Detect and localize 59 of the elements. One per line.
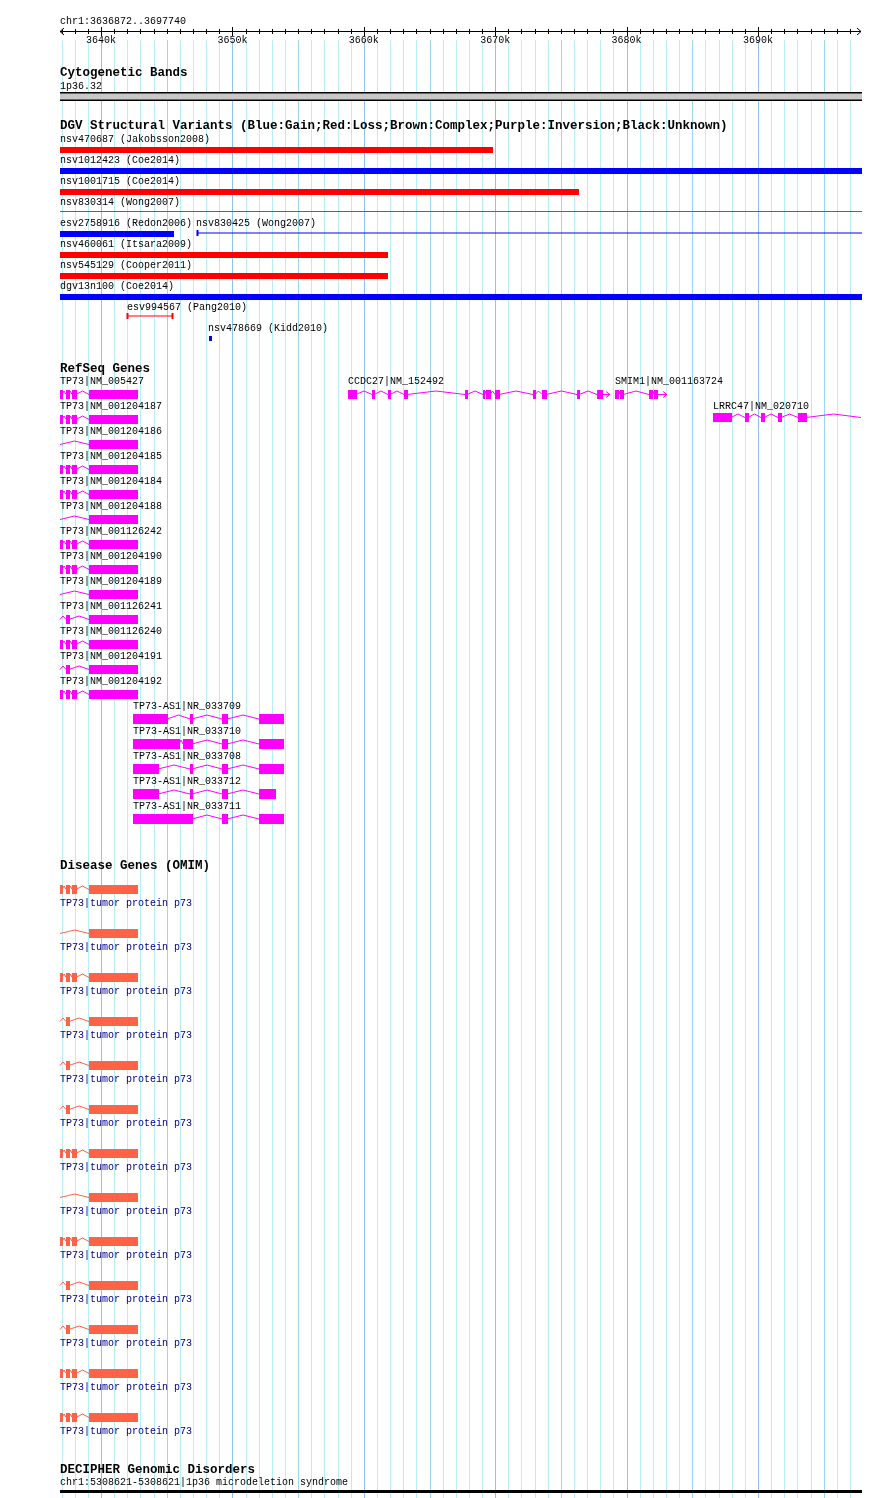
feature-label: TP73|tumor protein p73 <box>60 986 193 997</box>
feature-label: TP73-AS1|NR_033711 <box>133 801 242 812</box>
feature-label: TP73|NM_001126240 <box>60 626 163 637</box>
feature-label: nsv830425 (Wong2007) <box>196 218 317 229</box>
feature-label: dgv13n100 (Coe2014) <box>60 281 175 292</box>
feature-label: nsv460061 (Itsara2009) <box>60 239 193 250</box>
coordinate-label: chr1:3636872..3697740 <box>60 16 187 27</box>
feature-label: TP73|NM_001204187 <box>60 401 163 412</box>
tick-label: 3640k <box>86 35 116 46</box>
feature-label: TP73|NM_001126241 <box>60 601 163 612</box>
tick-label: 3660k <box>348 35 379 46</box>
feature-label: TP73|tumor protein p73 <box>60 1338 193 1349</box>
feature-label: TP73-AS1|NR_033712 <box>133 776 242 787</box>
feature-label: TP73|NM_005427 <box>60 376 144 387</box>
feature-label: TP73-AS1|NR_033710 <box>133 726 242 737</box>
feature-label: TP73|tumor protein p73 <box>60 1426 193 1437</box>
feature-label: TP73|NM_001204188 <box>60 501 163 512</box>
feature-label: TP73|NM_001204192 <box>60 676 163 687</box>
track-heading: Disease Genes (OMIM) <box>60 860 211 873</box>
feature-label: nsv545129 (Cooper2011) <box>60 260 193 271</box>
track-heading: RefSeq Genes <box>60 363 150 376</box>
feature-label: TP73|NM_001204191 <box>60 651 163 662</box>
feature-label: SMIM1|NM_001163724 <box>615 376 724 387</box>
feature-label: esv2758916 (Redon2006) <box>60 218 193 229</box>
track-heading: DECIPHER Genomic Disorders <box>60 1464 256 1477</box>
feature-label: TP73|tumor protein p73 <box>60 1382 193 1393</box>
feature-label: TP73|tumor protein p73 <box>60 898 193 909</box>
tick-label: 3690k <box>743 35 773 46</box>
feature-label: esv994567 (Pang2010) <box>127 302 248 313</box>
feature-label: TP73|tumor protein p73 <box>60 1250 193 1261</box>
feature-label: TP73|tumor protein p73 <box>60 942 193 953</box>
feature-label: CCDC27|NM_152492 <box>348 376 444 387</box>
feature-label: TP73-AS1|NR_033708 <box>133 751 242 762</box>
tick-label: 3670k <box>480 35 511 46</box>
feature-label: TP73|tumor protein p73 <box>60 1294 193 1305</box>
feature-label: 1p36.32 <box>60 81 102 92</box>
track-heading: DGV Structural Variants (Blue:Gain;Red:Loss;Brown:Complex;Purple:Inversion;Black:Unknown) <box>60 120 728 133</box>
feature-label: TP73-AS1|NR_033709 <box>133 701 242 712</box>
feature-label: TP73|NM_001204186 <box>60 426 163 437</box>
feature-label: TP73|tumor protein p73 <box>60 1206 193 1217</box>
feature-label: TP73|NM_001204184 <box>60 476 163 487</box>
feature-label: nsv830314 (Wong2007) <box>60 197 181 208</box>
tick-label: 3650k <box>217 35 248 46</box>
feature-label: LRRC47|NM_020710 <box>713 401 809 412</box>
feature-label: nsv1012423 (Coe2014) <box>60 155 181 166</box>
feature-label: nsv470687 (Jakobsson2008) <box>60 134 211 145</box>
feature-label: TP73|NM_001204189 <box>60 576 163 587</box>
feature-label: nsv478669 (Kidd2010) <box>208 323 329 334</box>
feature-label: TP73|tumor protein p73 <box>60 1118 193 1129</box>
feature-label: TP73|NM_001126242 <box>60 526 163 537</box>
track-heading: Cytogenetic Bands <box>60 67 188 80</box>
feature-label: chr1:5308621-5308621|1p36 microdeletion syndrome <box>60 1477 349 1488</box>
feature-label: TP73|tumor protein p73 <box>60 1074 193 1085</box>
feature-label: TP73|tumor protein p73 <box>60 1030 193 1041</box>
tick-label: 3680k <box>611 35 642 46</box>
feature-label: nsv1001715 (Coe2014) <box>60 176 181 187</box>
feature-label: TP73|NM_001204190 <box>60 551 163 562</box>
feature-label: TP73|NM_001204185 <box>60 451 163 462</box>
feature-label: TP73|tumor protein p73 <box>60 1162 193 1173</box>
